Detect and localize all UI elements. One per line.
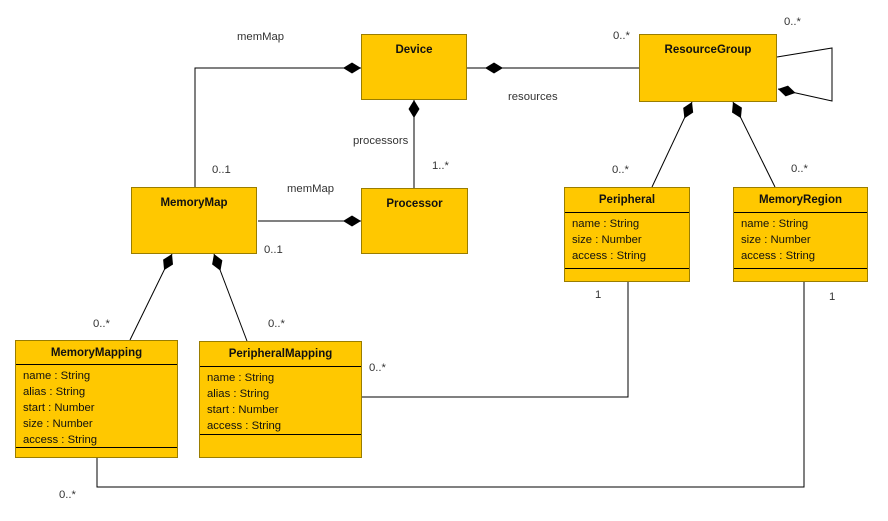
composition-diamond-icon	[343, 62, 361, 74]
attribute: alias : String	[207, 388, 270, 400]
attribute: start : Number	[207, 404, 279, 416]
operations-compartment	[16, 447, 177, 457]
class-title: MemoryMap	[160, 197, 228, 209]
operations-compartment	[200, 434, 361, 457]
class-title: MemoryMapping	[50, 346, 143, 359]
composition-diamond-icon	[679, 99, 697, 121]
role-label-memmap-device: memMap	[237, 31, 285, 43]
attributes-compartment: name : String size : Number access : Str…	[565, 212, 689, 268]
role-label-processors: processors	[353, 135, 409, 147]
attribute: size : Number	[572, 234, 642, 246]
class-memoryregion[interactable]: MemoryRegion name : String size : Number…	[733, 187, 868, 282]
composition-diamond-icon	[776, 83, 797, 99]
multiplicity-resourcegroup-self: 0..*	[784, 16, 801, 28]
class-title: MemoryRegion	[758, 194, 843, 206]
association-peripheral-peripheralmapping[interactable]	[362, 282, 629, 398]
multiplicity-device-resources: 0..*	[613, 30, 630, 42]
multiplicity-memorymap-memorymapping: 0..*	[93, 318, 110, 330]
attribute: name : String	[23, 370, 91, 382]
multiplicity-peripheralmapping-target: 0..*	[369, 362, 386, 374]
association-resourcegroup-self[interactable]	[776, 47, 833, 102]
attributes-compartment: name : String alias : String start : Num…	[200, 366, 361, 434]
attribute: size : Number	[23, 418, 93, 430]
composition-diamond-icon	[408, 100, 420, 118]
role-label-resources: resources	[508, 91, 558, 103]
composition-diamond-icon	[728, 99, 746, 121]
class-device[interactable]: Device	[361, 34, 467, 100]
class-title: ResourceGroup	[664, 44, 752, 56]
multiplicity-device-processors: 1..*	[432, 160, 449, 172]
composition-diamond-icon	[485, 62, 503, 74]
class-processor[interactable]: Processor	[361, 188, 468, 254]
multiplicity-resourcegroup-peripheral: 0..*	[612, 164, 629, 176]
class-peripheralmapping[interactable]: PeripheralMapping name : String alias : …	[199, 341, 362, 458]
attribute: size : Number	[741, 234, 811, 246]
class-title: Device	[395, 44, 433, 56]
operations-compartment	[734, 268, 867, 281]
class-memorymapping[interactable]: MemoryMapping name : String alias : Stri…	[15, 340, 178, 458]
attribute: access : String	[741, 250, 816, 262]
attribute: start : Number	[23, 402, 95, 414]
attribute: name : String	[207, 372, 275, 384]
attribute: access : String	[207, 420, 282, 432]
operations-compartment	[565, 268, 689, 281]
class-memorymap[interactable]: MemoryMap	[131, 187, 257, 254]
role-label-memmap-processor: memMap	[287, 183, 335, 195]
class-title: PeripheralMapping	[228, 348, 333, 360]
class-title: Peripheral	[598, 194, 656, 206]
multiplicity-processor-memmap: 0..1	[264, 244, 283, 256]
attribute: access : String	[23, 434, 98, 446]
attributes-compartment: name : String alias : String start : Num…	[16, 364, 177, 447]
multiplicity-resourcegroup-memoryregion: 0..*	[791, 163, 808, 175]
composition-diamond-icon	[343, 215, 361, 227]
multiplicity-memorymapping-target: 0..*	[59, 489, 76, 501]
class-peripheral[interactable]: Peripheral name : String size : Number a…	[564, 187, 690, 282]
multiplicity-peripheral-source: 1	[595, 289, 602, 301]
class-resourcegroup[interactable]: ResourceGroup	[639, 34, 777, 102]
attribute: name : String	[741, 218, 809, 230]
attribute: name : String	[572, 218, 640, 230]
multiplicity-device-memmap: 0..1	[212, 164, 231, 176]
multiplicity-memoryregion-source: 1	[829, 291, 836, 303]
association-device-memorymap[interactable]	[194, 67, 361, 187]
attribute: alias : String	[23, 386, 86, 398]
composition-diamond-icon	[208, 252, 226, 273]
class-title: Processor	[386, 198, 443, 210]
composition-diamond-icon	[159, 251, 177, 273]
multiplicity-memorymap-peripheralmapping: 0..*	[268, 318, 285, 330]
association-memoryregion-memorymapping[interactable]	[96, 282, 805, 488]
attribute: access : String	[572, 250, 647, 262]
attributes-compartment: name : String size : Number access : Str…	[734, 212, 867, 268]
